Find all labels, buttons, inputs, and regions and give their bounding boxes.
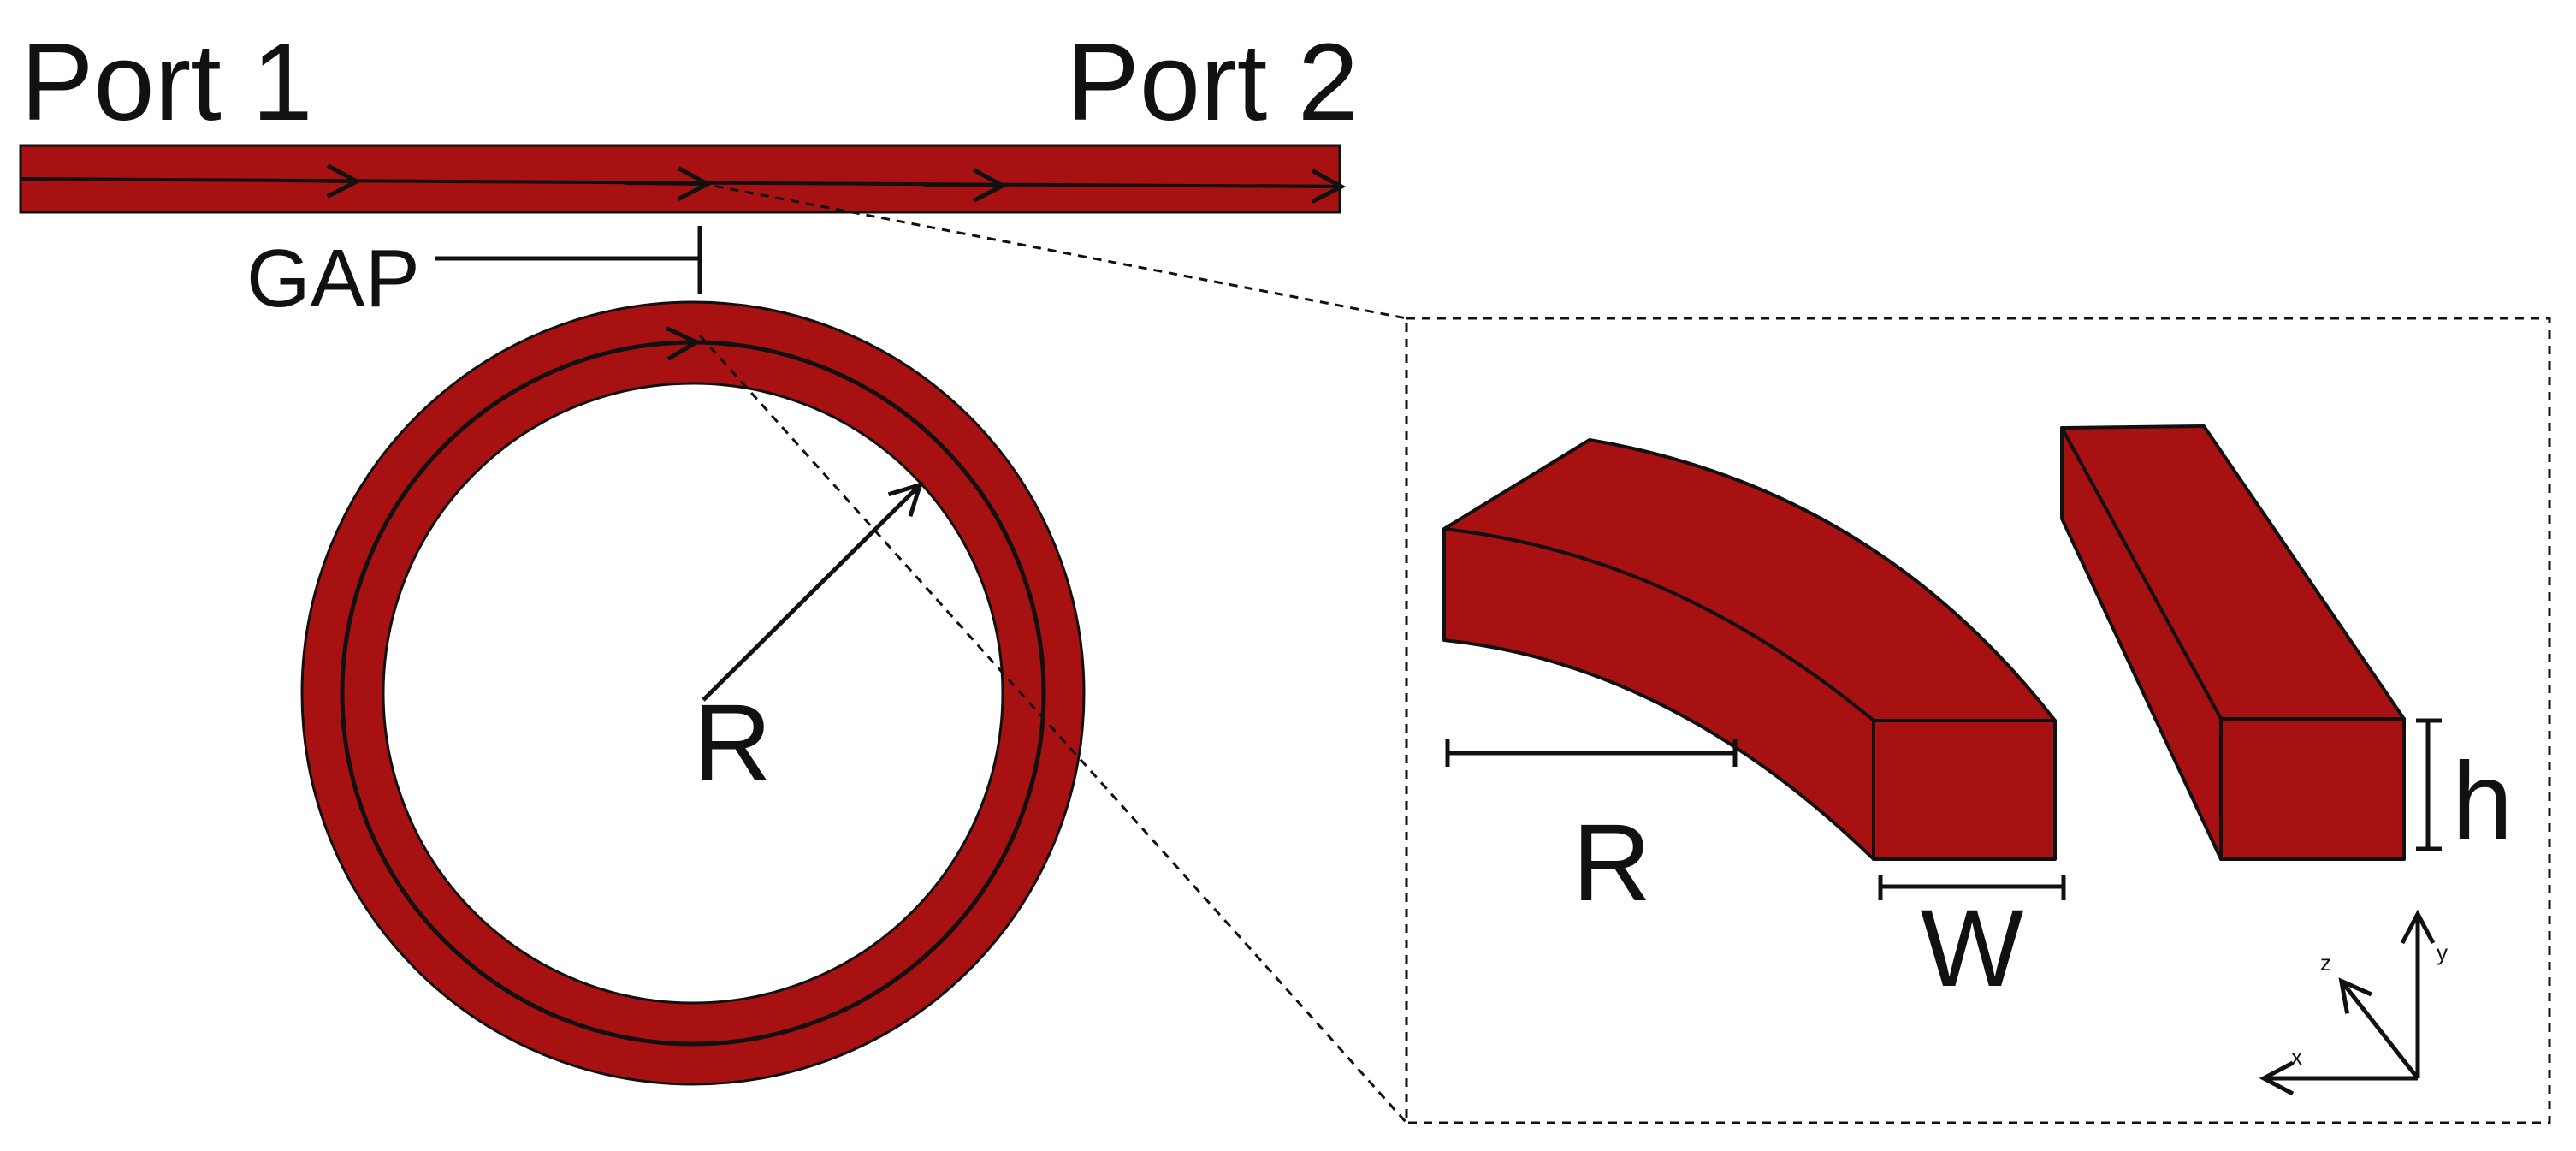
bus-waveguide bbox=[19, 144, 1347, 214]
axis-y-label: y bbox=[2437, 940, 2448, 965]
curved-waveguide-section bbox=[1442, 438, 2057, 861]
zoom-lines bbox=[698, 181, 1408, 1124]
port-1-label: Port 1 bbox=[21, 21, 313, 144]
gap-indicator bbox=[435, 226, 702, 294]
coordinate-axes bbox=[2259, 909, 2436, 1096]
zoom-detail-box bbox=[1405, 317, 2551, 1124]
axis-z-label: z bbox=[2320, 950, 2331, 976]
height-label: h bbox=[2452, 740, 2513, 863]
height-dimension bbox=[2416, 718, 2442, 851]
straight-waveguide-section bbox=[2060, 424, 2406, 861]
port-2-label: Port 2 bbox=[1067, 21, 1359, 144]
axis-x-label: x bbox=[2291, 1044, 2302, 1070]
gap-label: GAP bbox=[246, 233, 420, 324]
width-label: W bbox=[1921, 887, 2024, 1010]
width-dimension bbox=[1878, 875, 2066, 900]
ring-radius-arrow bbox=[702, 481, 924, 702]
ring-resonator bbox=[300, 300, 1086, 1086]
section-radius-dimension bbox=[1445, 739, 1738, 767]
section-radius-label: R bbox=[1572, 802, 1651, 924]
ring-radius-label: R bbox=[693, 682, 772, 804]
